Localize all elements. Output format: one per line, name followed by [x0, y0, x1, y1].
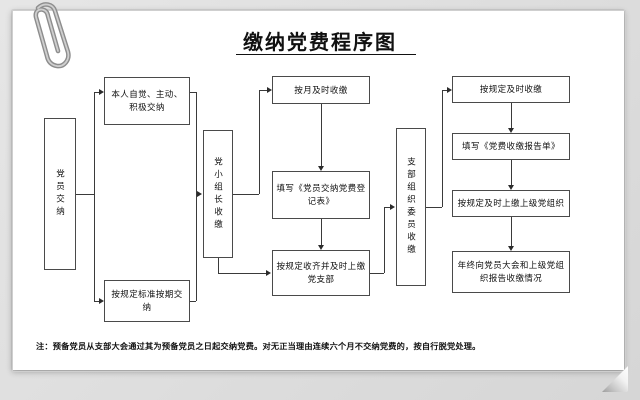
connector-standard-out — [190, 301, 196, 302]
connector-collect-up — [384, 207, 385, 273]
connector-member-bus — [76, 194, 94, 195]
arrow-to-group-leader — [197, 190, 202, 197]
arrow-to-year-end-report — [507, 246, 514, 251]
node-self-initiative[interactable]: 本人自觉、主动、积极交纳 — [104, 77, 190, 125]
connector-group-leader-up — [259, 90, 260, 194]
node-monthly-collect[interactable]: 按月及时收缴 — [272, 76, 370, 104]
node-collect-as-rule-label: 按规定及时收缴 — [479, 84, 543, 94]
node-remit-upper[interactable]: 按规定及时上缴上级党组织 — [452, 190, 570, 217]
arrow-to-remit-upper — [507, 185, 514, 190]
connector-group-to-collect — [218, 273, 266, 274]
connector-to-monthly — [259, 90, 267, 91]
node-member-pay-label: 党员交纳 — [55, 169, 66, 219]
connector-merge-bus — [196, 92, 197, 301]
node-self-initiative-label: 本人自觉、主动、积极交纳 — [111, 89, 183, 112]
arrow-to-monthly-collect — [267, 86, 272, 93]
node-year-end-report-label: 年终向党员大会和上级党组织报告收缴情况 — [457, 260, 565, 283]
arrow-to-self-initiative — [99, 88, 104, 95]
node-year-end-report[interactable]: 年终向党员大会和上级党组织报告收缴情况 — [452, 251, 570, 293]
node-branch-org-member-label: 支部组织委员收缴 — [406, 157, 417, 257]
arrow-to-collect-to-branch — [317, 245, 324, 250]
node-fill-register-label: 填写《党员交纳党费登记表》 — [276, 183, 366, 206]
paperclip-icon — [24, 2, 78, 72]
connector-to-self-initiative — [94, 92, 100, 93]
node-group-leader-label: 党小组长收缴 — [213, 156, 224, 232]
arrow-to-fill-report — [507, 128, 514, 133]
connector-collect-out — [370, 273, 384, 274]
node-fill-report-label: 填写《党费收缴报告单》 — [462, 141, 560, 151]
node-standard-ontime-label: 按规定标准按期交纳 — [111, 289, 183, 312]
node-collect-as-rule[interactable]: 按规定及时收缴 — [452, 76, 570, 103]
connector-branch-up — [442, 90, 443, 207]
connector-register-to-collect — [321, 219, 322, 245]
arrow-to-branch-org-member — [390, 203, 395, 210]
connector-to-branch-org — [384, 207, 390, 208]
footnote: 注：预备党员从支部大会通过其为预备党员之日起交纳党费。对无正当理由连续六个月不交… — [36, 342, 481, 351]
connector-to-collect-as-rule — [442, 90, 447, 91]
node-member-pay[interactable]: 党员交纳 — [44, 118, 76, 270]
node-collect-to-branch[interactable]: 按规定收齐并及时上缴党支部 — [272, 250, 370, 296]
connector-group-leader-out — [233, 194, 259, 195]
arrow-to-fill-register — [317, 166, 324, 171]
node-fill-report[interactable]: 填写《党费收缴报告单》 — [452, 133, 570, 160]
connector-report-to-remit — [511, 160, 512, 185]
arrow-to-collect-as-rule — [447, 86, 452, 93]
connector-rule-to-report — [511, 103, 512, 128]
title-underline — [236, 54, 416, 55]
node-standard-ontime[interactable]: 按规定标准按期交纳 — [104, 280, 190, 322]
node-remit-upper-label: 按规定及时上缴上级党组织 — [457, 198, 565, 208]
arrow-to-standard-ontime — [99, 297, 104, 304]
connector-group-leader-down — [218, 258, 219, 273]
connector-member-split — [94, 92, 95, 301]
node-collect-to-branch-label: 按规定收齐并及时上缴党支部 — [276, 261, 366, 284]
connector-remit-to-yearend — [511, 217, 512, 246]
connector-branch-out — [426, 207, 442, 208]
page-title: 缴纳党费程序图 — [243, 32, 397, 54]
node-monthly-collect-label: 按月及时收缴 — [294, 84, 348, 95]
connector-monthly-to-register — [321, 104, 322, 166]
node-branch-org-member[interactable]: 支部组织委员收缴 — [396, 128, 426, 286]
arrow-into-collect-to-branch — [266, 269, 271, 276]
connector-self-out — [190, 92, 196, 93]
connector-to-standard-ontime — [94, 301, 100, 302]
node-group-leader[interactable]: 党小组长收缴 — [203, 130, 233, 258]
node-fill-register[interactable]: 填写《党员交纳党费登记表》 — [272, 171, 370, 219]
